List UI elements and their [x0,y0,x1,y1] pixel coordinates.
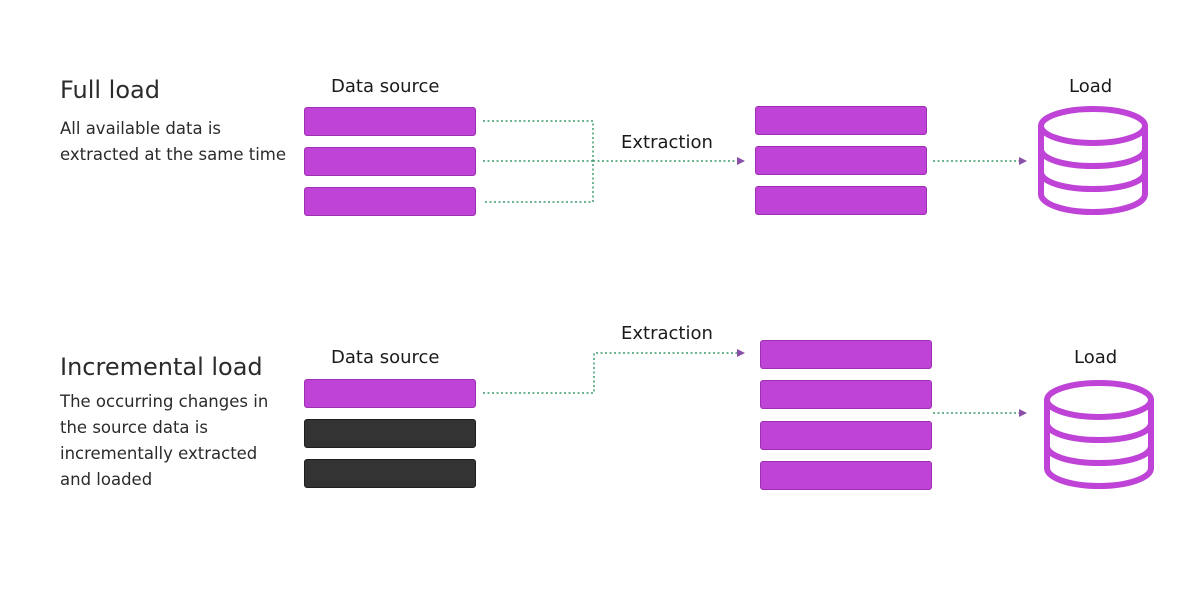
full-load-extracted-row [755,146,927,175]
incremental-load-extracted-row [760,461,932,490]
incremental-load-heading: Incremental load [60,353,263,381]
incremental-load-load-label: Load [1074,347,1118,368]
full-load-source-row [304,107,476,136]
full-load-extracted-row [755,106,927,135]
full-load-merge-connector [483,120,594,203]
database-icon [1044,380,1154,490]
full-load-source-row [304,187,476,216]
incremental-load-extracted-row [760,380,932,409]
incremental-load-source-row [304,419,476,448]
full-load-extracted-row [755,186,927,215]
incremental-load-source-row [304,459,476,488]
incremental-load-extracted-row [760,421,932,450]
full-load-load-label: Load [1069,76,1113,97]
incremental-load-extraction-arrow [483,349,745,394]
full-load-description: All available data is extracted at the s… [60,119,287,164]
incremental-load-extraction-label: Extraction [621,323,713,344]
database-icon [1038,106,1148,216]
full-load-source-row [304,147,476,176]
full-load-heading: Full load [60,76,160,104]
full-load-extraction-label: Extraction [621,132,713,153]
incremental-load-description: The occurring changes in the source data… [60,392,269,489]
incremental-load-source-row [304,379,476,408]
incremental-load-source-label: Data source [331,347,440,368]
incremental-load-extracted-row [760,340,932,369]
full-load-source-label: Data source [331,76,440,97]
